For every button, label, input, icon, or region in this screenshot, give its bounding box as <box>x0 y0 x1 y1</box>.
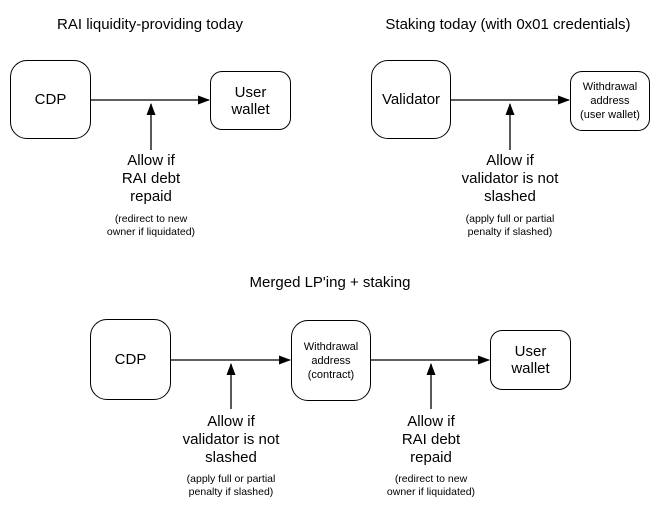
node-cdp-lp: CDP <box>10 60 91 139</box>
node-withdrawal-user-wallet: Withdrawal address (user wallet) <box>570 71 650 131</box>
section-title-merged: Merged LP'ing + staking <box>249 274 411 291</box>
condition-label-lp-today: Allow if RAI debt repaid <box>121 152 181 205</box>
condition-label-staking-today: Allow if validator is not slashed <box>461 152 559 205</box>
node-cdp-lp-label: CDP <box>34 91 67 108</box>
condition-note-merged-debt: (redirect to new owner if liquidated) <box>386 473 476 498</box>
node-user-wallet-merged-label: User wallet <box>511 343 550 377</box>
node-validator-label: Validator <box>381 91 441 108</box>
node-withdrawal-contract: Withdrawal address (contract) <box>291 320 371 401</box>
node-withdrawal-user-wallet-label: Withdrawal address (user wallet) <box>580 81 640 121</box>
section-title-lp-today: RAI liquidity-providing today <box>57 16 243 33</box>
node-cdp-merged: CDP <box>90 319 171 400</box>
node-cdp-merged-label: CDP <box>114 351 147 368</box>
condition-note-lp-today: (redirect to new owner if liquidated) <box>106 213 196 238</box>
node-user-wallet-lp-label: User wallet <box>231 83 270 118</box>
section-title-staking-today: Staking today (with 0x01 credentials) <box>385 16 631 33</box>
node-withdrawal-contract-label: Withdrawal address (contract) <box>303 340 359 381</box>
condition-label-merged-debt: Allow if RAI debt repaid <box>401 413 461 466</box>
node-user-wallet-lp: User wallet <box>210 71 291 130</box>
condition-label-merged-slashing: Allow if validator is not slashed <box>182 413 280 466</box>
node-validator: Validator <box>371 60 451 139</box>
node-user-wallet-merged: User wallet <box>490 330 571 390</box>
condition-note-merged-slashing: (apply full or partial penalty if slashe… <box>186 473 276 498</box>
condition-note-staking-today: (apply full or partial penalty if slashe… <box>465 213 555 238</box>
